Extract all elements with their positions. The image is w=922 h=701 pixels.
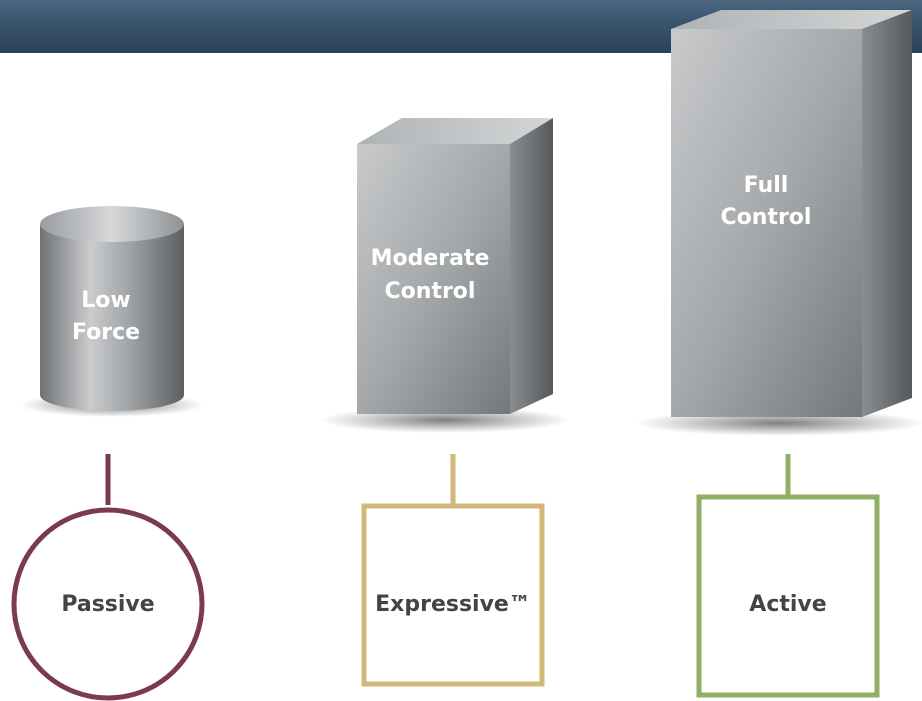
active-label: Active: [749, 592, 826, 617]
moderate-control-label-line-1: Moderate: [371, 246, 490, 271]
active-square: [696, 494, 880, 698]
full-control-label-line-1: Full: [744, 173, 789, 198]
box-top-moderate: [357, 118, 553, 144]
low-force-label-line-2: Force: [72, 320, 140, 345]
box-top-full: [671, 10, 912, 29]
box-front-full: [671, 29, 862, 417]
low-force-label-line-1: Low: [81, 288, 130, 313]
box-side-full: [862, 10, 912, 417]
passive-node: Passive: [11, 454, 205, 701]
expressive-node: Expressive™: [361, 454, 545, 687]
moderate-control-label-line-2: Control: [385, 279, 476, 304]
box-front-moderate: [357, 144, 510, 414]
full-control-box: Full Control: [635, 10, 922, 436]
moderate-control-box: Moderate Control: [320, 118, 570, 433]
passive-label: Passive: [61, 592, 154, 617]
box-side-moderate: [510, 118, 553, 414]
low-force-cylinder: Low Force: [20, 206, 204, 417]
expressive-label: Expressive™: [375, 592, 531, 617]
cylinder-body: [40, 224, 184, 411]
cylinder-top: [40, 206, 184, 242]
full-control-label-line-2: Control: [721, 205, 812, 230]
active-node: Active: [696, 454, 880, 698]
passive-circle: [11, 507, 205, 701]
expressive-square: [361, 503, 545, 687]
